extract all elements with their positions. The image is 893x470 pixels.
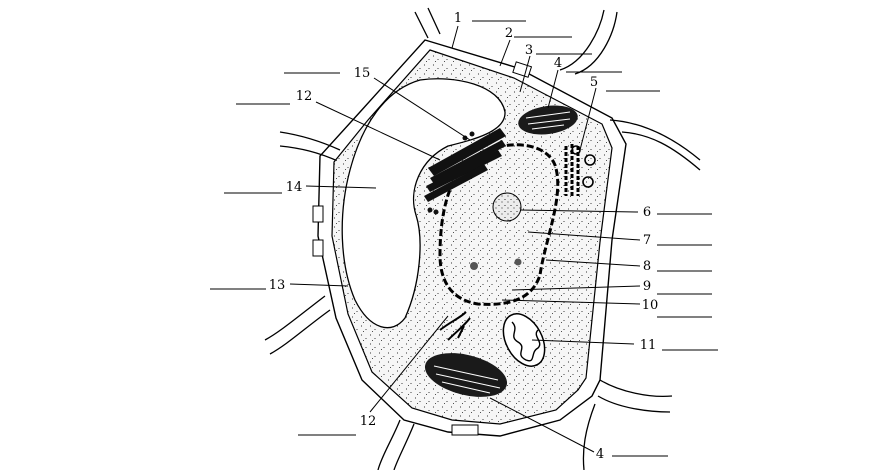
label-9: 9 — [643, 279, 651, 294]
chloroplast-upper — [518, 105, 578, 135]
label-12-top: 12 — [296, 89, 313, 104]
label-12-bottom: 12 — [360, 414, 377, 429]
label-4-bottom: 4 — [596, 447, 604, 462]
label-8: 8 — [643, 259, 651, 274]
label-1: 1 — [454, 11, 462, 26]
label-6: 6 — [643, 205, 651, 220]
chromatin-spot — [514, 258, 522, 266]
label-10: 10 — [642, 298, 659, 313]
label-13: 13 — [269, 278, 286, 293]
label-4-top: 4 — [554, 56, 562, 71]
label-2: 2 — [505, 26, 513, 41]
golgi-apparatus — [424, 128, 506, 215]
label-3: 3 — [525, 43, 533, 58]
number-labels: 1 2 3 4 5 15 12 14 13 6 7 8 9 10 11 12 4 — [269, 11, 659, 462]
er-fragment — [439, 311, 471, 341]
label-11: 11 — [640, 338, 657, 353]
nucleolus — [492, 192, 522, 222]
label-7: 7 — [643, 233, 651, 248]
nucleus — [438, 143, 560, 306]
mitochondrion — [502, 313, 546, 367]
label-5: 5 — [590, 75, 598, 90]
chloroplast-lower — [424, 353, 508, 397]
central-vacuole — [341, 78, 506, 329]
neighbor-cell-walls — [264, 7, 701, 470]
label-15: 15 — [354, 66, 371, 81]
answer-blanks — [210, 20, 718, 457]
nuclear-envelope — [438, 143, 560, 306]
leader-lines — [289, 25, 641, 453]
chromatin-spot — [470, 262, 478, 270]
label-14: 14 — [286, 180, 303, 195]
